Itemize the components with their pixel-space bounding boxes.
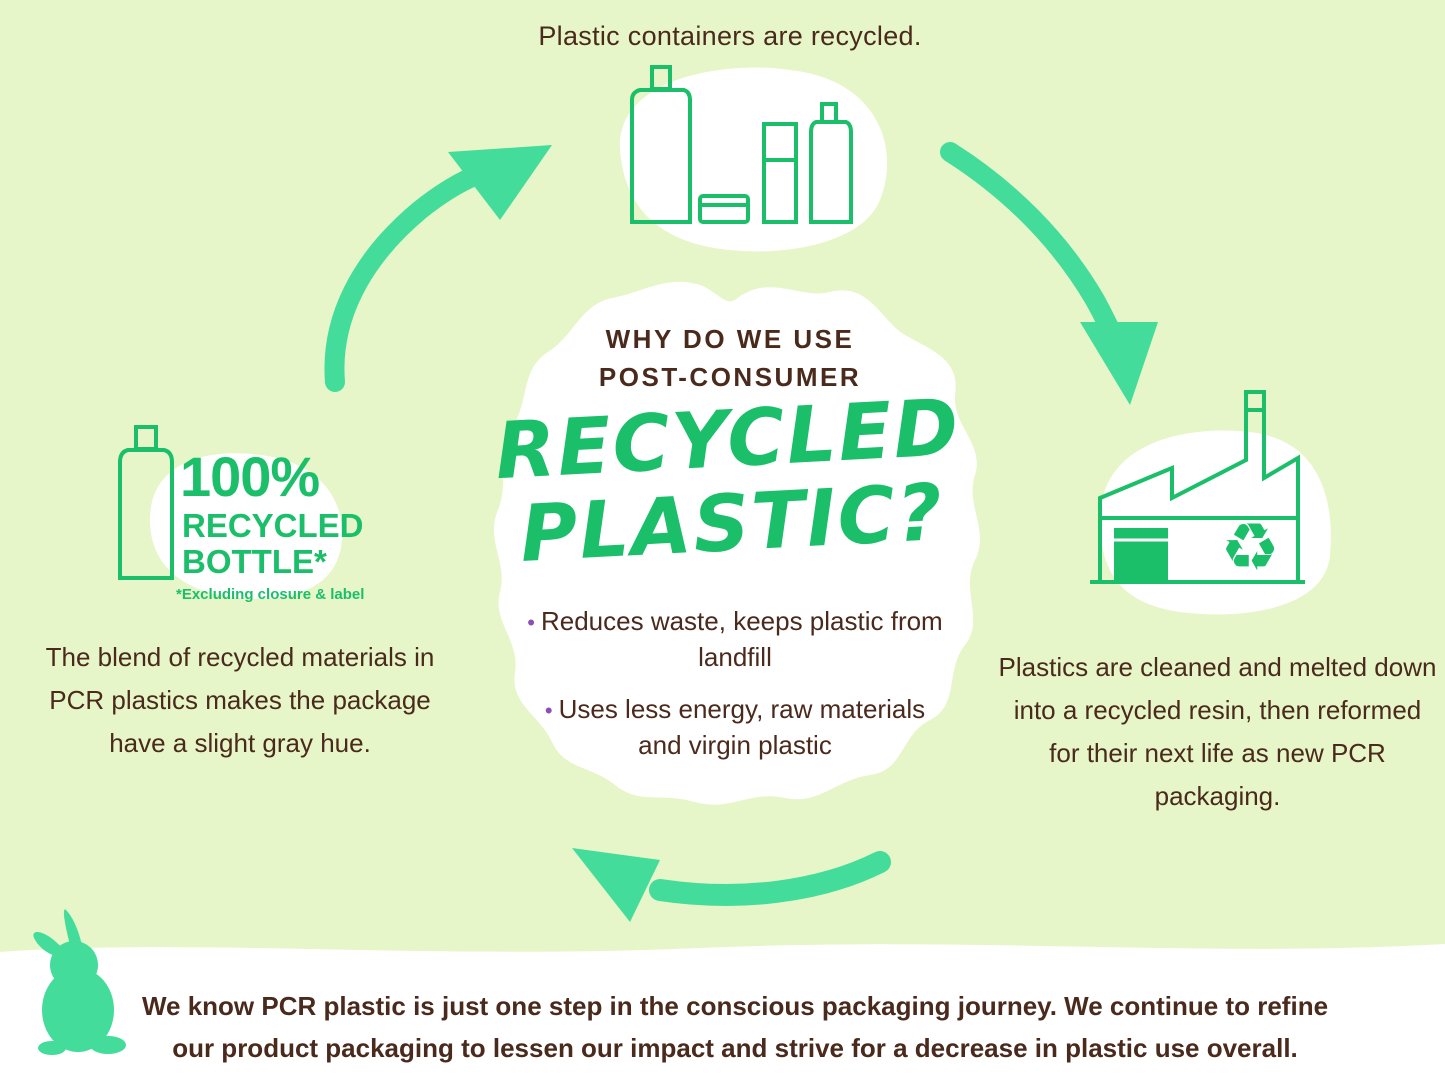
- arrow-left-to-top: [324, 168, 480, 392]
- benefit-text: Uses less energy, raw materials and virg…: [558, 694, 926, 760]
- bunny-icon: [33, 909, 126, 1055]
- center-question: WHY DO WE USE POST-CONSUMER: [500, 320, 960, 396]
- recycled-bottle-icon: [118, 425, 174, 580]
- arrowhead-bottom: [572, 848, 660, 922]
- badge-note: *Excluding closure & label: [176, 586, 365, 603]
- recycle-icon: ♻: [1220, 509, 1279, 586]
- step-top-caption: Plastic containers are recycled.: [538, 21, 922, 51]
- center-title: RECYCLED PLASTIC?: [466, 383, 994, 580]
- center-blob: [493, 281, 980, 805]
- arrowhead-top-to-right: [1080, 322, 1158, 405]
- plastic-containers-icon: [630, 65, 853, 224]
- bullet-icon: •: [544, 698, 553, 723]
- footer-text: We know PCR plastic is just one step in …: [141, 991, 1329, 1063]
- arrowhead-left-to-top: [448, 145, 552, 220]
- benefit-text: Reduces waste, keeps plastic from landfi…: [540, 606, 943, 672]
- badge-percent: 100%: [180, 445, 320, 508]
- center-question-line1: WHY DO WE USE: [605, 324, 855, 354]
- bullet-icon: •: [527, 610, 535, 635]
- step-right-caption: Plastics are cleaned and melted down int…: [998, 652, 1437, 811]
- benefit-item: •Uses less energy, raw materials and vir…: [525, 692, 945, 762]
- arrow-bottom: [649, 851, 891, 906]
- arrow-top-to-right: [940, 142, 1128, 358]
- benefits-list: •Reduces waste, keeps plastic from landf…: [525, 604, 945, 780]
- badge-line2: BOTTLE*: [182, 543, 327, 580]
- badge-line1: RECYCLED: [182, 507, 364, 544]
- center-question-line2: POST-CONSUMER: [598, 362, 862, 392]
- left-blob: [150, 453, 343, 599]
- step-left-caption: The blend of recycled materials in PCR p…: [45, 642, 435, 758]
- footer-band: [0, 944, 1445, 1085]
- factory-icon: ♻: [1090, 390, 1305, 586]
- benefit-item: •Reduces waste, keeps plastic from landf…: [525, 604, 945, 674]
